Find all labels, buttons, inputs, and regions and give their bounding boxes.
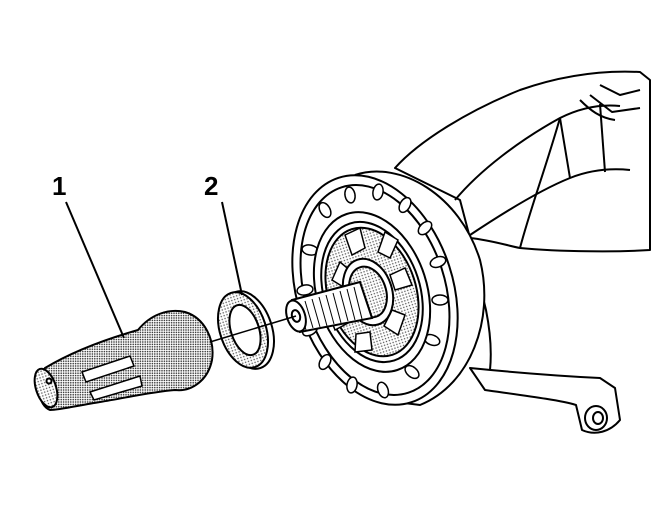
callout-label-1: 1: [52, 171, 67, 201]
seal: [217, 290, 275, 370]
callout-leaders: [65, 201, 243, 339]
callout-label-2: 2: [204, 171, 219, 201]
seal-installer-tool: [33, 310, 297, 412]
leader-line-1: [65, 201, 125, 339]
housing-flange-face: [291, 170, 486, 407]
leader-line-2: [221, 201, 243, 296]
axle-housing: [394, 70, 651, 434]
